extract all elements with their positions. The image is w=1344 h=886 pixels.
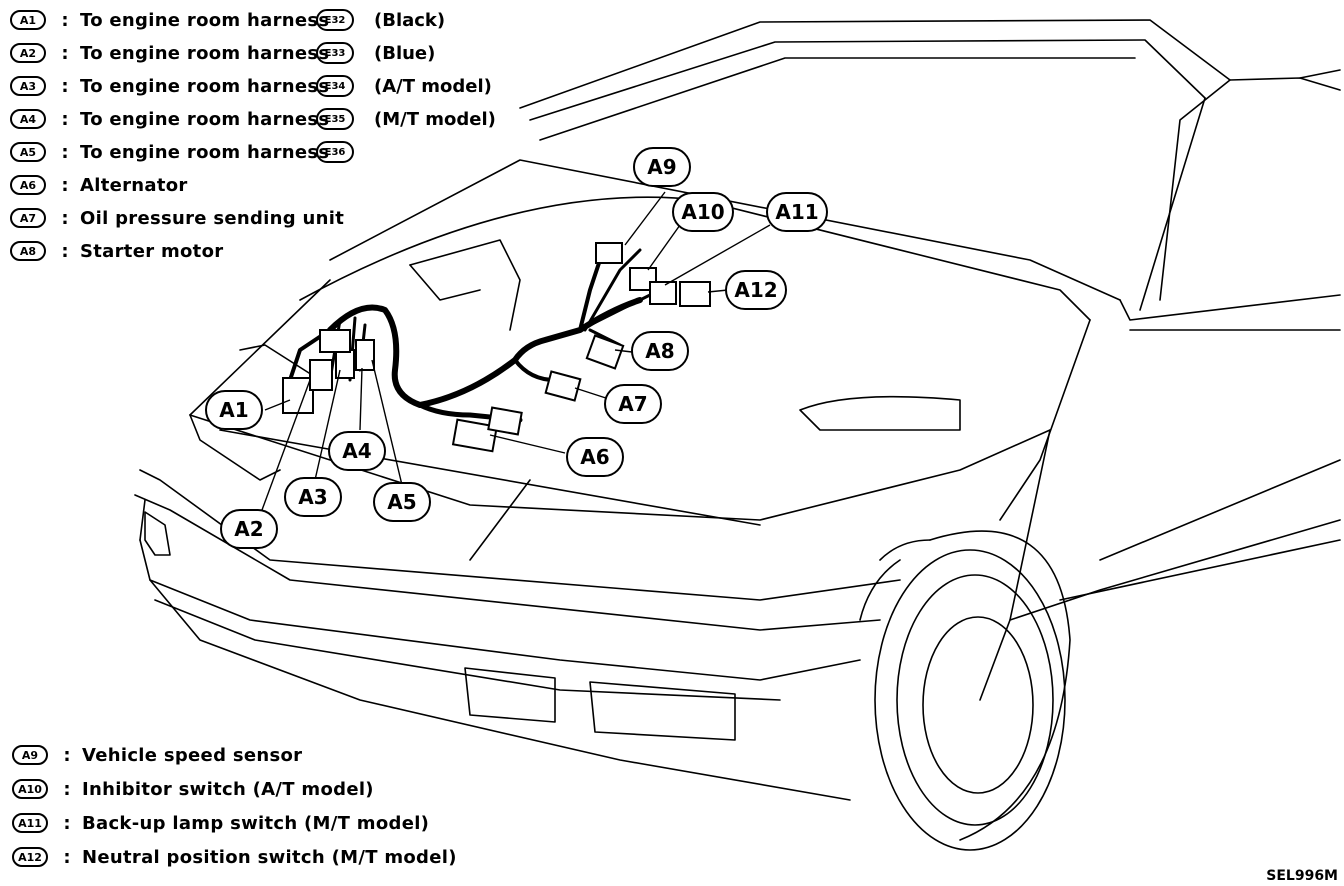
callout-label: A10	[681, 200, 724, 224]
legend-row: A9: Vehicle speed sensor	[12, 741, 302, 769]
connector-code-badge: E36	[316, 141, 354, 163]
callout-a10: A10	[672, 192, 734, 232]
legend-code-badge: A2	[10, 43, 46, 63]
legend-code-badge: A8	[10, 241, 46, 261]
callout-label: A11	[775, 200, 818, 224]
legend-note: (Blue)	[374, 42, 436, 64]
callout-label: A3	[298, 485, 327, 509]
legend-separator: :	[61, 174, 69, 196]
reference-code: SEL996M	[1266, 868, 1338, 884]
legend-description: Vehicle speed sensor	[82, 744, 303, 766]
callout-label: A4	[342, 439, 371, 463]
legend-code-badge: A3	[10, 76, 46, 96]
callout-bubble	[373, 482, 431, 522]
legend-separator: :	[61, 108, 69, 130]
legend-code-badge: A12	[12, 847, 48, 867]
callout-label: A1	[219, 398, 248, 422]
callout-bubble	[672, 192, 734, 232]
callout-a3: A3	[284, 477, 342, 517]
callout-a2: A2	[220, 509, 278, 549]
legend-code-badge: A6	[10, 175, 46, 195]
legend-description: Inhibitor switch (A/T model)	[82, 778, 374, 800]
legend-code-badge: A9	[12, 745, 48, 765]
callout-a9: A9	[633, 147, 691, 187]
callout-bubble	[725, 270, 787, 310]
callout-a7: A7	[604, 384, 662, 424]
legend-row: A11: Back-up lamp switch (M/T model)	[12, 809, 429, 837]
legend-separator: :	[63, 744, 71, 766]
callout-label: A2	[234, 517, 263, 541]
legend-separator: :	[63, 778, 71, 800]
legend-description: Neutral position switch (M/T model)	[82, 846, 457, 868]
callout-bubble	[631, 331, 689, 371]
callout-bubble	[766, 192, 828, 232]
legend-description: Oil pressure sending unit	[80, 207, 345, 229]
legend-row: A7: Oil pressure sending unit	[10, 204, 345, 232]
callout-label: A9	[647, 155, 676, 179]
callout-label: A6	[580, 445, 609, 469]
callout-a5: A5	[373, 482, 431, 522]
legend-separator: :	[63, 812, 71, 834]
legend-note: (Black)	[374, 9, 446, 31]
callout-bubble	[566, 437, 624, 477]
legend-note: (M/T model)	[374, 108, 496, 130]
legend-separator: :	[61, 42, 69, 64]
legend-separator: :	[61, 75, 69, 97]
legend-code-badge: A5	[10, 142, 46, 162]
callout-bubble	[284, 477, 342, 517]
callout-label: A12	[734, 278, 777, 302]
callout-label: A5	[387, 490, 416, 514]
legend-separator: :	[61, 207, 69, 229]
callout-bubble	[220, 509, 278, 549]
callout-bubble	[205, 390, 263, 430]
legend-code-badge: A10	[12, 779, 48, 799]
legend-row: A6: Alternator	[10, 171, 316, 199]
callout-label: A8	[645, 339, 674, 363]
legend-code-badge: A1	[10, 10, 46, 30]
legend-row: A10: Inhibitor switch (A/T model)	[12, 775, 374, 803]
legend-separator: :	[61, 141, 69, 163]
legend-description: Alternator	[80, 174, 188, 196]
legend-row: A8: Starter motor	[10, 237, 316, 265]
legend-separator: :	[63, 846, 71, 868]
connector-code-badge: E34	[316, 75, 354, 97]
callout-a12: A12	[725, 270, 787, 310]
legend-code-badge: A7	[10, 208, 46, 228]
callout-a11: A11	[766, 192, 828, 232]
legend-description: Starter motor	[80, 240, 224, 262]
callout-a1: A1	[205, 390, 263, 430]
callout-label: A7	[618, 392, 647, 416]
legend-description: To engine room harness	[80, 108, 330, 130]
legend-code-badge: A4	[10, 109, 46, 129]
legend-description: To engine room harness	[80, 141, 330, 163]
legend-description: Back-up lamp switch (M/T model)	[82, 812, 430, 834]
callout-bubble	[633, 147, 691, 187]
legend-description: To engine room harness	[80, 9, 330, 31]
legend-code-badge: A11	[12, 813, 48, 833]
callout-bubble	[604, 384, 662, 424]
legend-description: To engine room harness	[80, 75, 330, 97]
connector-code-badge: E32	[316, 9, 354, 31]
connector-code-badge: E35	[316, 108, 354, 130]
callout-a8: A8	[631, 331, 689, 371]
legend-description: To engine room harness	[80, 42, 330, 64]
legend-separator: :	[61, 9, 69, 31]
connector-code-badge: E33	[316, 42, 354, 64]
legend-row: A12: Neutral position switch (M/T model)	[12, 843, 457, 871]
legend-note: (A/T model)	[374, 75, 492, 97]
callout-a6: A6	[566, 437, 624, 477]
callout-a4: A4	[328, 431, 386, 471]
callout-bubble	[328, 431, 386, 471]
legend-separator: :	[61, 240, 69, 262]
